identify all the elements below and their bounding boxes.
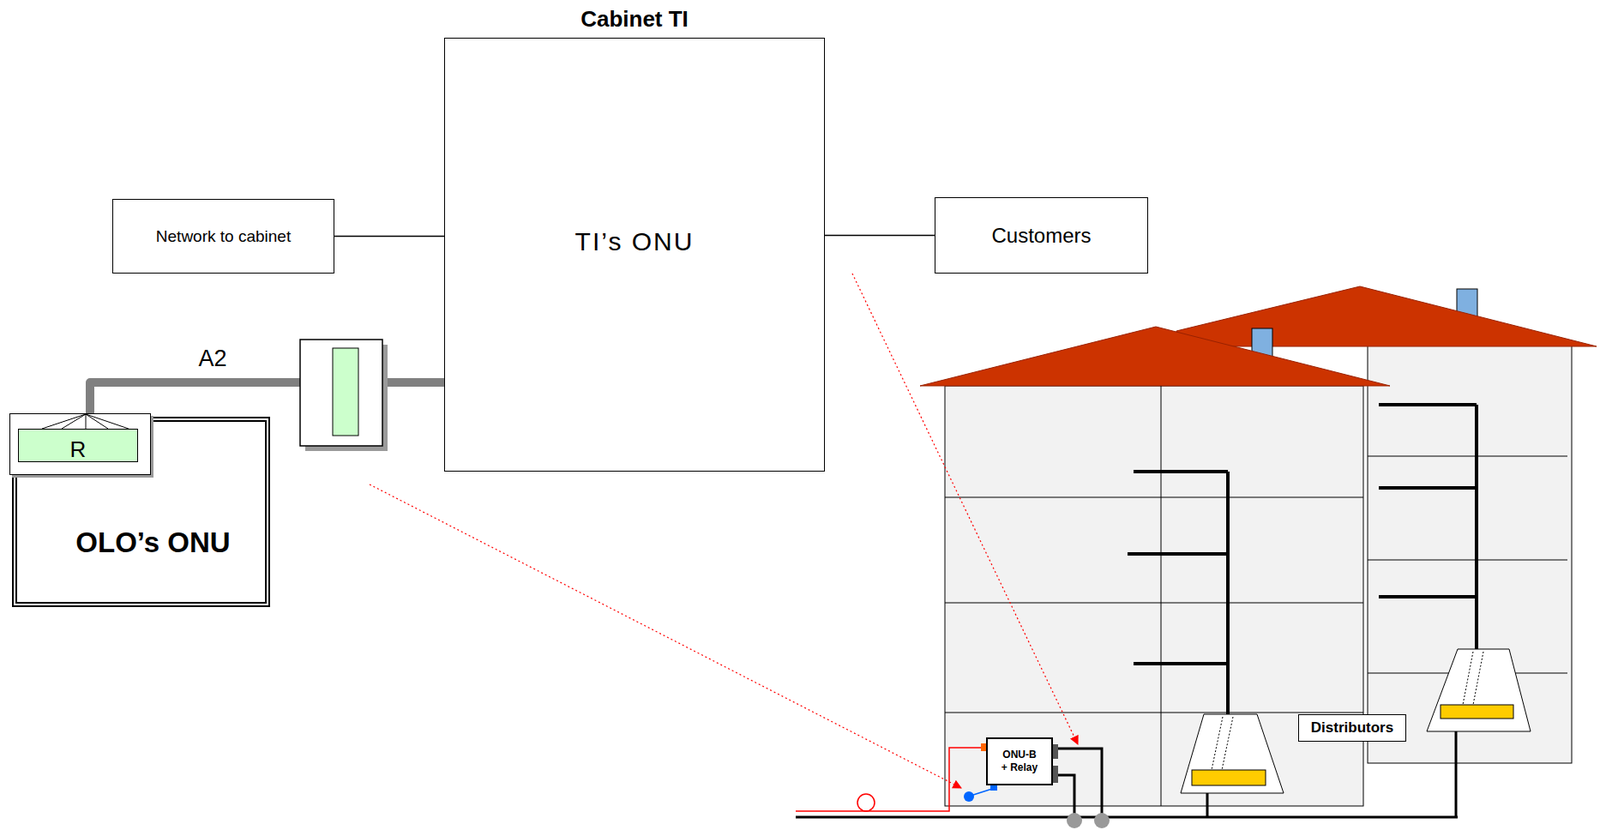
cabinet-title: Cabinet TI [445,6,825,33]
card-label: R [70,438,87,461]
patch-module [332,348,359,436]
floor-line [1367,456,1568,458]
building-body [1367,344,1572,764]
router-card: R [9,413,151,476]
riser-branch [1378,595,1477,599]
fiber-line [795,747,985,812]
floor-line [1367,559,1568,561]
wall-line [1160,385,1162,807]
connector-line [334,235,445,238]
drop-cable [1455,731,1458,818]
riser-branch [1378,403,1477,407]
fiber-strand [61,414,86,429]
fiber-strand [85,414,87,429]
distributor-housing [1426,649,1531,732]
box-label: Customers [991,223,1091,248]
relay-wire [1058,748,1102,818]
label-box: Distributors [1298,714,1407,742]
fiber-strand [42,414,86,429]
roof [920,326,1390,386]
unit-label: OLO’s ONU [17,526,265,560]
distributor-strip [1440,704,1514,719]
box-label: Network to cabinet [156,227,291,247]
splice-point [1094,812,1110,829]
unit-box: OLO’s ONU R [12,416,271,608]
distributor-housing [1180,714,1284,794]
copper-dot [963,791,975,802]
copper-cable [795,816,1458,819]
fiber-loop [857,793,875,812]
distributor-strip [1191,769,1266,786]
fiber-strand [85,414,129,429]
distributor-pair [1221,716,1234,770]
cable-connector [90,382,445,414]
riser-cable [1474,404,1479,654]
cabinet-box: Cabinet TITI’s ONU [444,37,825,472]
riser-branch [1133,661,1228,666]
leader-line [852,273,1078,745]
riser-branch [1378,486,1477,490]
floor-line [944,497,1364,499]
drop-cable [1206,793,1210,818]
riser-cable [1226,471,1230,715]
connector-line [824,234,935,237]
box-label: Distributors [1311,719,1394,737]
distributor-pair [1473,651,1484,705]
riser-branch [1127,552,1228,556]
floor-line [944,602,1364,604]
riser-branch [1133,469,1228,474]
leader-line [369,484,962,788]
fiber-strand [85,414,109,429]
unit-label: TI’s ONU [445,227,825,257]
floor-line [944,712,1364,714]
distributor-pair [1211,716,1223,770]
splice-point [1066,812,1083,829]
relay-wire [1058,775,1075,818]
process-box: Network to cabinet [112,198,335,274]
patch-panel [300,339,383,446]
distributor-pair [1462,651,1474,705]
card-module: R [18,428,139,463]
box-label: ONU-B + Relay [999,748,1040,775]
cable-label: A2 [198,345,227,373]
copper-link [970,788,993,796]
relay-box: ONU-B + Relay [986,737,1053,786]
process-box: Customers [934,197,1149,274]
roof [1176,286,1597,347]
building-body [944,385,1364,807]
